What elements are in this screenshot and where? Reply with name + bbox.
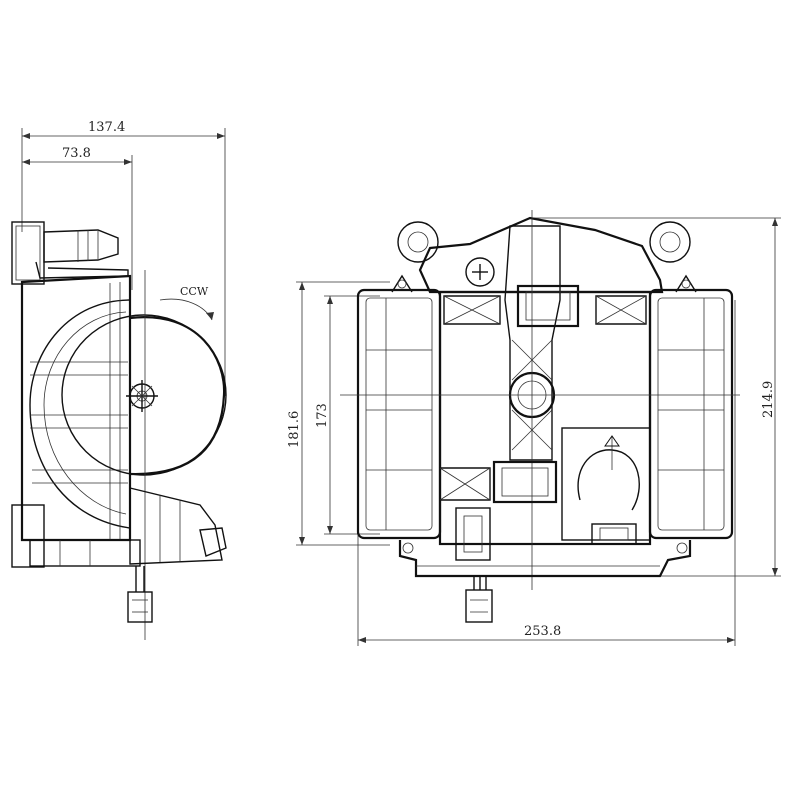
rotation-arrow: CCW [159,285,214,321]
rotation-label: CCW [180,285,209,298]
dim-label-73-8: 73.8 [62,146,91,161]
front-left-cage [356,288,442,540]
front-center-frame [340,210,740,590]
dim-253-8: 253.8 [357,300,736,646]
side-top-connector [11,221,129,285]
dim-137-4: 137.4 [21,120,226,396]
side-housing [20,274,132,542]
front-right-cage [648,288,734,540]
front-base [398,507,692,623]
dim-73-8: 73.8 [22,146,133,290]
side-bottom-motor [11,487,227,623]
dim-181-6: 181.6 [287,281,390,546]
side-view: 137.4 73.8 [11,120,227,640]
front-controller-box [561,427,651,545]
dim-label-214-9: 214.9 [761,381,776,418]
dim-label-137-4: 137.4 [88,120,125,135]
dim-label-173: 173 [315,403,330,428]
dim-label-181-6: 181.6 [287,411,302,448]
dim-214-9: 214.9 [530,217,781,577]
side-fan-wheel [61,270,227,640]
front-view: 181.6 173 214.9 253.8 [287,210,781,646]
front-top-frame [391,216,697,294]
dim-173: 173 [315,295,380,535]
dim-label-253-8: 253.8 [524,624,561,639]
